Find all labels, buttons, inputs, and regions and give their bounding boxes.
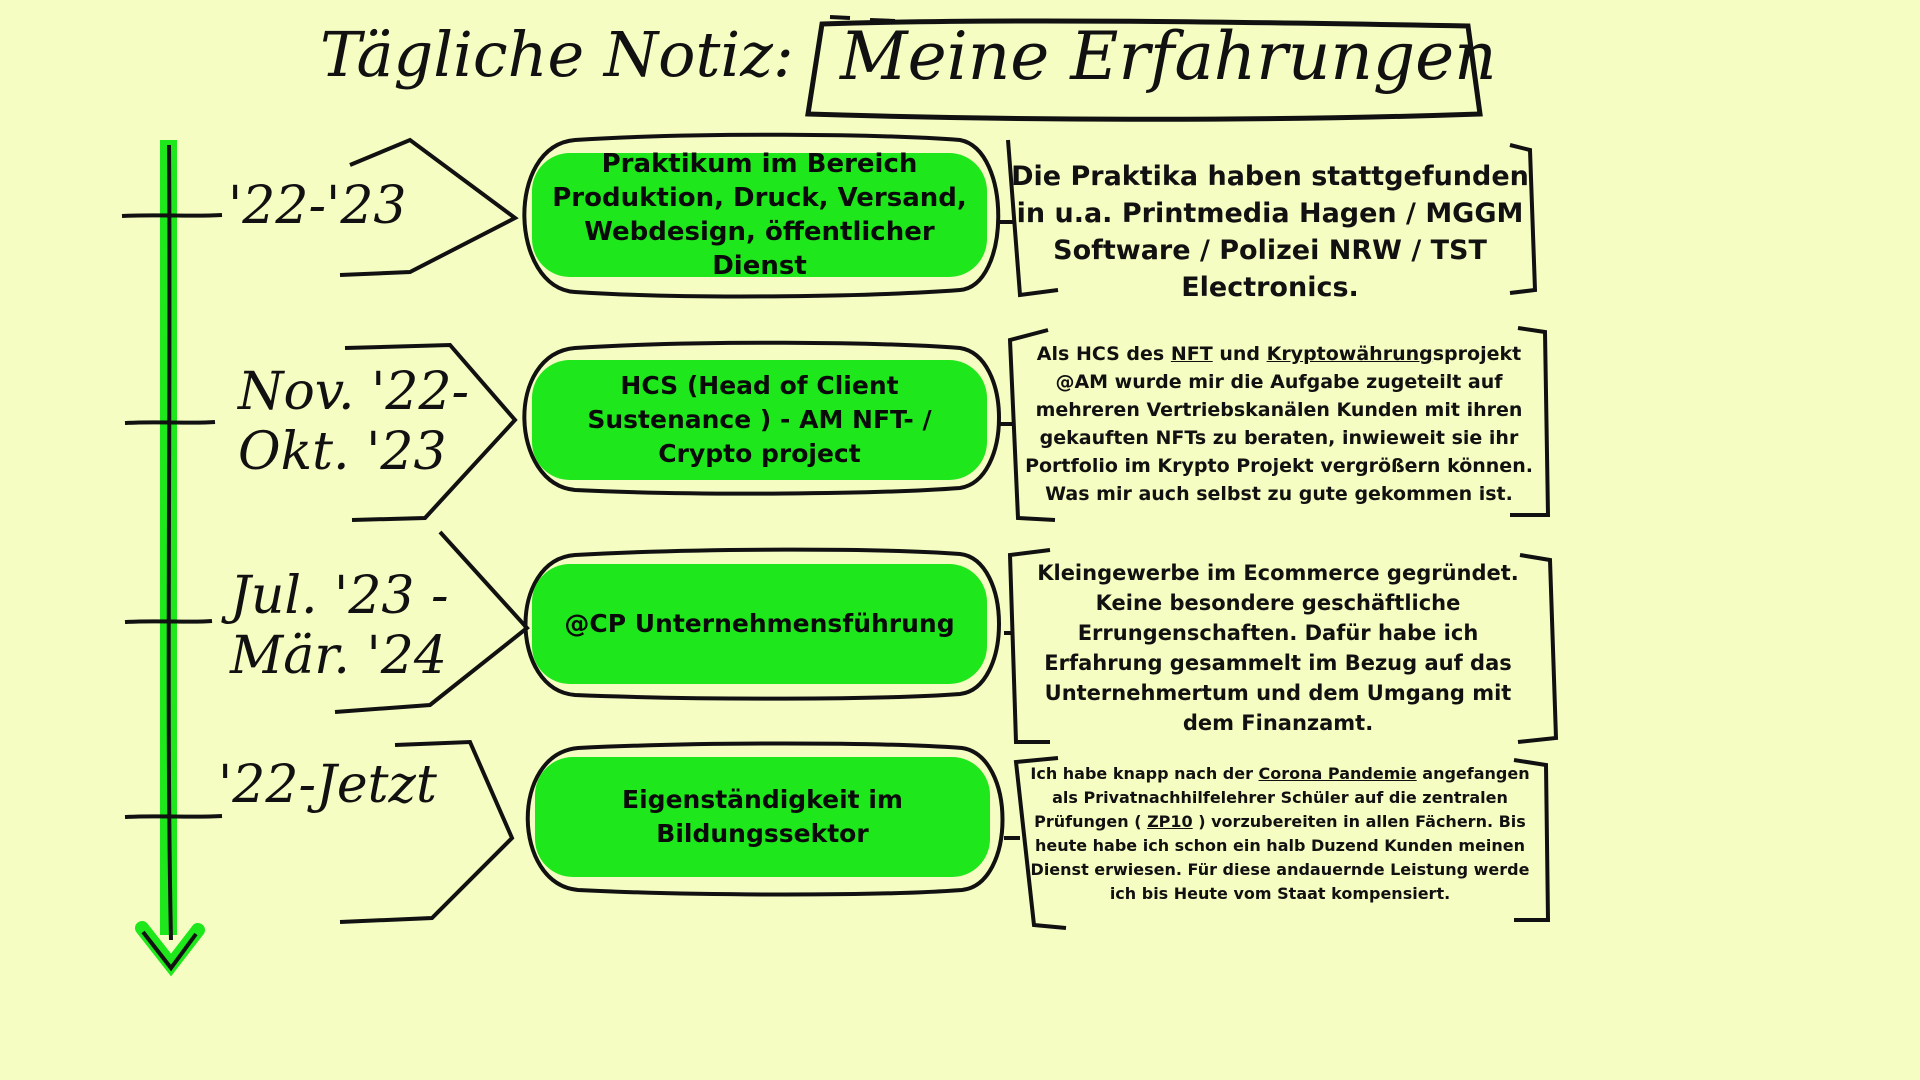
desc-text: Kleingewerbe im Ecommerce gegründet. Kei… xyxy=(1037,561,1519,735)
date-line: Mär. '24 xyxy=(230,626,447,686)
connector xyxy=(339,137,519,277)
timeline-axis-stroke xyxy=(166,144,173,941)
title-box xyxy=(805,18,1483,122)
title-right: Meine Erfahrungen xyxy=(840,18,1497,95)
desc-text-underlined: Corona Pandemie xyxy=(1258,764,1417,783)
desc-text: Die Praktika haben stattgefunden in u.a.… xyxy=(1011,161,1529,303)
pill-outline xyxy=(525,741,1005,897)
bracket xyxy=(1513,758,1551,922)
description: Als HCS des NFT und Kryptowährungsprojek… xyxy=(1022,340,1536,508)
desc-text: sprojekt @AM wurde mir die Aufgabe zuget… xyxy=(1025,343,1533,505)
bracket xyxy=(1007,548,1051,744)
date-line: '22-'23 xyxy=(228,176,407,236)
date-line: Okt. '23 xyxy=(238,422,447,482)
description: Ich habe knapp nach der Corona Pandemie … xyxy=(1030,762,1530,906)
desc-text: angefangen als Privatnachhilfelehrer Sch… xyxy=(1034,764,1530,831)
date-label: '22-'23 xyxy=(228,176,407,236)
timeline-tick xyxy=(124,814,223,819)
date-line: Nov. '22- xyxy=(238,362,470,422)
date-label: Jul. '23 - Mär. '24 xyxy=(230,566,449,686)
role-pill: Eigenständigkeit im Bildungssektor xyxy=(535,757,990,877)
bracket xyxy=(1007,328,1056,522)
date-line: Jul. '23 - xyxy=(230,566,449,626)
bracket xyxy=(1517,553,1559,744)
desc-text-underlined: ZP10 xyxy=(1147,812,1193,831)
role-pill: Praktikum im Bereich Produktion, Druck, … xyxy=(532,149,987,281)
bracket xyxy=(1013,756,1067,930)
role-pill: @CP Unternehmensführung xyxy=(532,564,987,684)
connector xyxy=(339,739,515,924)
desc-text-underlined: Kryptowährung xyxy=(1266,343,1433,365)
timeline-tick xyxy=(124,420,216,425)
connector xyxy=(344,342,518,522)
desc-text: Ich habe knapp nach der xyxy=(1030,764,1259,783)
description: Die Praktika haben stattgefunden in u.a.… xyxy=(1000,158,1540,306)
timeline-tick xyxy=(121,213,223,218)
pill-outline xyxy=(523,547,1001,701)
desc-text: und xyxy=(1212,343,1267,365)
date-label: Nov. '22- Okt. '23 xyxy=(238,362,469,482)
timeline-tick xyxy=(124,619,213,624)
date-label: '22-Jetzt xyxy=(218,755,437,815)
description: Kleingewerbe im Ecommerce gegründet. Kei… xyxy=(1028,558,1528,738)
desc-text: ) vorzubereiten in allen Fächern. Bis he… xyxy=(1030,812,1530,903)
pill-outline xyxy=(522,340,1001,496)
role-pill: HCS (Head of Client Sustenance ) - AM NF… xyxy=(532,360,987,480)
desc-text: Als HCS des xyxy=(1036,343,1171,365)
title-left: Tägliche Notiz: xyxy=(320,18,794,91)
bracket xyxy=(1510,326,1551,517)
pill-outline xyxy=(522,132,1001,299)
date-line: '22-Jetzt xyxy=(218,755,437,815)
connector xyxy=(334,530,530,714)
desc-text-underlined: NFT xyxy=(1170,343,1213,365)
bracket xyxy=(1509,143,1538,295)
bracket xyxy=(1006,139,1059,298)
